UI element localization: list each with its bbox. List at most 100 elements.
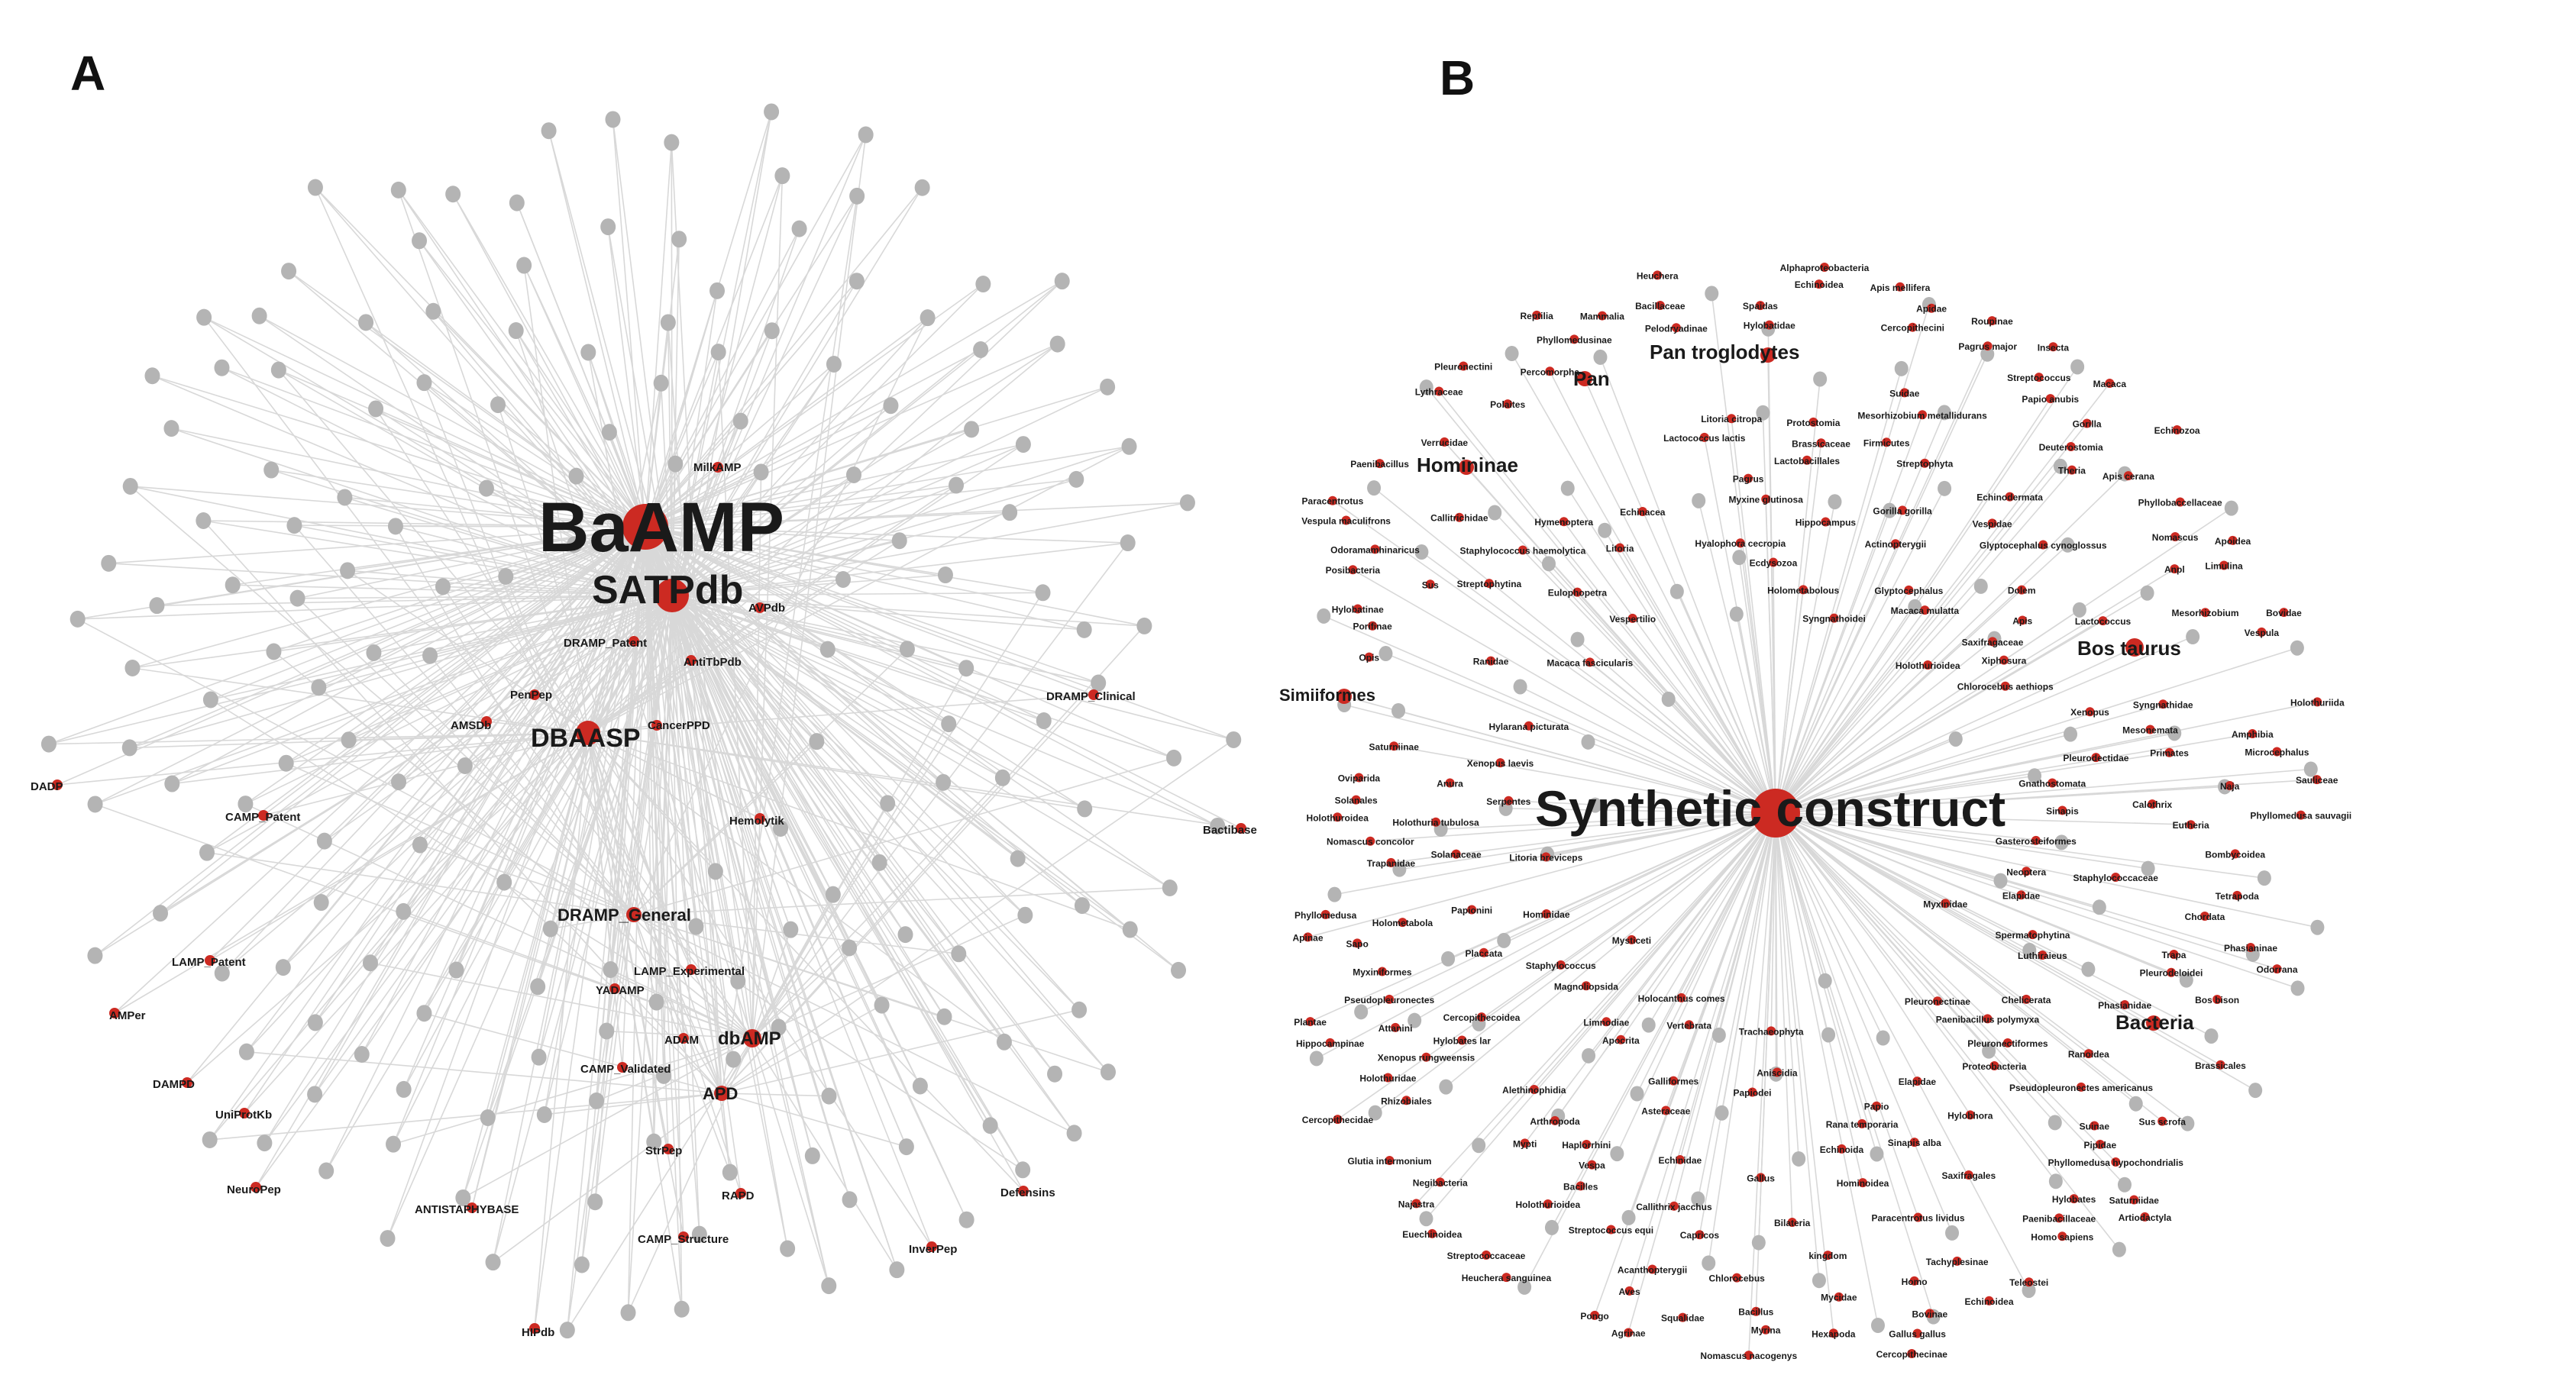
node-antitbpdb: [686, 655, 697, 666]
node-serpentes: [1504, 796, 1514, 805]
edge: [751, 929, 792, 1039]
gray-node: [951, 945, 967, 963]
edge: [1775, 637, 1995, 814]
node-gorilla: [2082, 418, 2092, 428]
edge: [210, 526, 646, 701]
edge: [671, 595, 731, 1173]
label-xenopus-rungweensis: Xenopus rungweensis: [1378, 1053, 1475, 1064]
node-paracentrotus-lividus: [1913, 1212, 1923, 1222]
node-hominidae: [1541, 909, 1551, 918]
gray-node: [425, 302, 441, 320]
node-camp-validated: [617, 1062, 628, 1073]
node-hymenoptera: [1559, 517, 1569, 527]
label-papiodei: Papiodei: [1734, 1088, 1772, 1099]
gray-node: [858, 126, 874, 144]
node-theria: [2067, 465, 2077, 475]
node-arthropoda: [1550, 1115, 1559, 1125]
edge: [1494, 512, 1776, 814]
gray-node: [225, 576, 241, 594]
edge: [606, 526, 646, 1031]
gray-node: [891, 532, 907, 550]
label-callithrix-jacchus: Callithrix jacchus: [1636, 1202, 1712, 1212]
gray-node: [1439, 1079, 1453, 1095]
edge: [1546, 812, 1776, 858]
gray-node: [601, 424, 617, 441]
node-insecta: [2048, 342, 2058, 352]
gray-node: [949, 476, 965, 494]
node-odoramamhinaricus: [1370, 544, 1380, 554]
node-penpep: [529, 689, 540, 700]
edge: [1775, 812, 2191, 825]
gray-node: [358, 314, 374, 331]
node-echinoidea: [1814, 279, 1824, 289]
edge: [1775, 502, 1836, 814]
edge: [671, 574, 945, 596]
edge: [171, 526, 646, 785]
edge: [1698, 812, 1776, 1235]
node-heuchera: [1653, 270, 1663, 280]
edge: [160, 526, 646, 914]
edge: [645, 526, 1242, 829]
gray-node: [1560, 480, 1575, 496]
label-suinae: Suinae: [2080, 1121, 2110, 1131]
gray-node: [1813, 371, 1828, 387]
edge: [1775, 379, 1821, 814]
edge: [255, 732, 589, 1188]
node-phyllomedusa-sauvagii: [2296, 810, 2306, 820]
edge: [1438, 391, 1776, 814]
gray-node: [599, 1022, 615, 1040]
gray-node: [1354, 1004, 1369, 1020]
edge: [645, 526, 932, 1248]
label-staphylococcus-haemolytica: Staphylococcus haemolytica: [1460, 545, 1586, 556]
gray-node: [1732, 550, 1747, 566]
gray-node: [531, 1048, 547, 1066]
edge: [645, 317, 929, 528]
label-macaca: Macaca: [2093, 379, 2127, 389]
edge: [1775, 812, 2172, 973]
node-limnodiae: [1602, 1017, 1611, 1027]
node-hyalophora-cecropia: [1735, 538, 1745, 548]
label-phasianidae: Phasianidae: [2098, 1000, 2151, 1011]
node-amphibia: [2248, 729, 2258, 739]
edge: [1421, 551, 1776, 814]
edge: [645, 526, 1055, 1075]
edge: [263, 526, 646, 816]
gray-node: [889, 1261, 905, 1279]
node-pleuronectiformes: [2002, 1038, 2012, 1047]
edge: [1703, 437, 1776, 814]
edge: [114, 526, 646, 1014]
label-kingdom: kingdom: [1808, 1251, 1847, 1261]
gray-node: [2179, 972, 2193, 988]
edge: [1775, 812, 1938, 1002]
node-staphylococcus: [1556, 960, 1566, 970]
edge: [587, 694, 1094, 734]
label-holothurioidea: Holothurioidea: [1515, 1199, 1580, 1210]
label-holothurioidea: Holothurioidea: [1896, 660, 1960, 671]
edge: [1628, 812, 1776, 1292]
gray-node: [307, 179, 323, 196]
gray-node: [1705, 286, 1719, 302]
edge: [671, 595, 1045, 721]
gray-node: [1588, 797, 1602, 813]
node-najastra: [1411, 1199, 1421, 1209]
edge: [429, 526, 646, 657]
gray-node: [559, 1322, 575, 1339]
edge: [48, 526, 646, 745]
node-apinae: [1303, 932, 1313, 942]
edge: [1549, 370, 1776, 814]
gray-node: [416, 1005, 432, 1022]
node-rapd: [735, 1188, 746, 1199]
label-echinacea: Echinacea: [1620, 507, 1666, 518]
node-sus-scrofa: [2157, 1116, 2167, 1126]
node-myxiniformes: [1377, 967, 1387, 976]
edge: [1522, 549, 1776, 814]
label-neoptera: Neoptera: [2006, 867, 2046, 877]
edge: [645, 526, 1094, 696]
label-mesorhizobium: Mesorhizobium: [2172, 608, 2239, 618]
gray-node: [2204, 1028, 2219, 1044]
node-mesorhizobium: [2200, 608, 2210, 618]
edge: [671, 595, 907, 1147]
edge: [645, 526, 692, 970]
edge: [645, 526, 1145, 627]
label-holometabola: Holometabola: [1372, 918, 1433, 928]
